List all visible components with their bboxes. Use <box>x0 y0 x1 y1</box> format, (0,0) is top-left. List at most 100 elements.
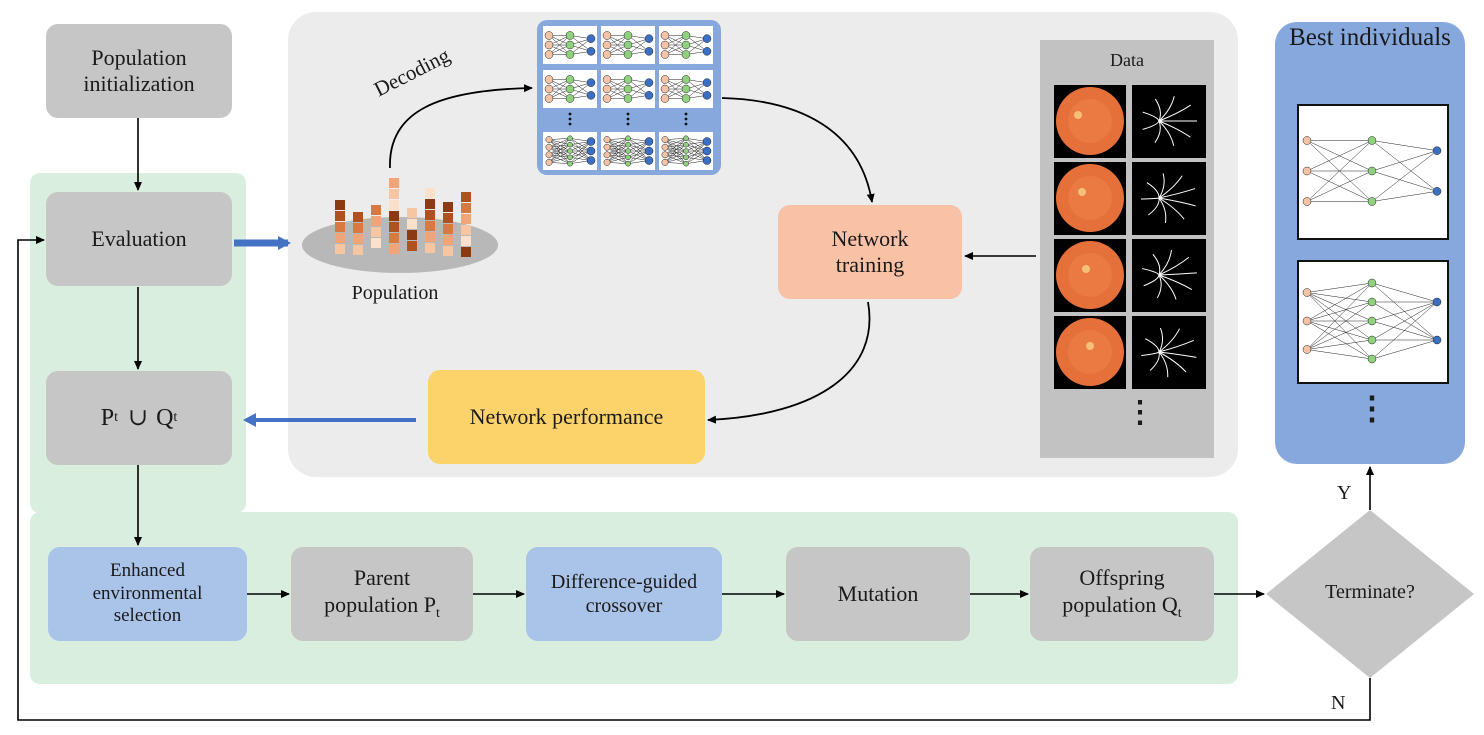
decoded-network <box>602 75 654 103</box>
yes-label: Y <box>1337 482 1352 504</box>
ellipsis-dot <box>684 122 688 126</box>
parent-population-sub: t <box>435 605 440 621</box>
vessel-mask <box>1132 239 1206 312</box>
parent-population-box: Parent population Pt <box>291 547 473 641</box>
ellipsis-dot <box>568 122 572 126</box>
arrow-networks-to-training <box>721 97 875 203</box>
population-gene-block <box>443 224 453 234</box>
terminate-diamond <box>1266 510 1474 678</box>
population-gene-block <box>425 232 435 242</box>
population-gene-block <box>461 192 471 202</box>
mutation-box: Mutation <box>786 547 970 641</box>
population-gene-block <box>443 213 453 223</box>
decoded-networks-panel <box>537 20 721 175</box>
evaluation-box: Evaluation <box>46 192 232 286</box>
population-gene-block <box>461 203 471 213</box>
ellipsis-dot <box>568 112 572 116</box>
population-gene-block <box>425 243 435 253</box>
population-gene-block <box>407 241 417 251</box>
decoded-network <box>544 31 596 59</box>
union-p-sub: t <box>114 409 118 425</box>
no-label: N <box>1331 692 1346 714</box>
population-gene-block <box>389 189 399 199</box>
population-gene-block <box>335 211 345 221</box>
best-individuals-panel <box>1275 22 1465 464</box>
vessel-mask <box>1132 316 1206 389</box>
population-illustration <box>302 178 498 273</box>
parent-population-label: Parent population P <box>324 565 436 617</box>
ellipsis-dot <box>626 122 630 126</box>
population-gene-block <box>407 208 417 218</box>
population-gene-block <box>407 230 417 240</box>
population-gene-block <box>353 223 363 233</box>
population-gene-block <box>371 227 381 237</box>
offspring-population-label: Offspring population Q <box>1062 565 1178 617</box>
population-gene-block <box>335 244 345 254</box>
population-bars <box>335 178 471 257</box>
population-gene-block <box>425 221 435 231</box>
ellipsis-dot <box>568 117 572 121</box>
network-performance-box: Network performance <box>428 370 705 464</box>
offspring-population-box: Offspring population Qt <box>1030 547 1214 641</box>
population-gene-block <box>335 233 345 243</box>
arrow-decoding <box>389 84 533 169</box>
population-gene-block <box>461 247 471 257</box>
population-gene-block <box>389 178 399 188</box>
crossover-box: Difference-guided crossover <box>526 547 722 641</box>
population-gene-block <box>353 245 363 255</box>
arrow-training-to-performance <box>707 301 871 424</box>
population-gene-block <box>389 244 399 254</box>
population-gene-block <box>353 212 363 222</box>
population-gene-block <box>425 199 435 209</box>
data-ellipsis: ⋮ <box>1125 396 1155 429</box>
population-initialization-box: Population initialization <box>46 24 232 118</box>
population-gene-block <box>461 225 471 235</box>
union-q: Q <box>156 404 174 431</box>
ellipsis-dot <box>626 117 630 121</box>
decoded-network <box>660 31 712 59</box>
decoded-network <box>602 31 654 59</box>
best-ellipsis: ⋮ <box>1356 390 1388 426</box>
best-network-1 <box>1297 104 1449 240</box>
population-gene-block <box>461 214 471 224</box>
ellipsis-dot <box>684 117 688 121</box>
arrow-no-loop <box>17 236 1371 721</box>
population-gene-block <box>389 211 399 221</box>
population-gene-block <box>335 200 345 210</box>
offspring-population-sub: t <box>1177 605 1182 621</box>
ellipsis-dot <box>684 112 688 116</box>
decoded-network <box>661 135 712 167</box>
population-gene-block <box>443 235 453 245</box>
decoded-network <box>545 135 596 167</box>
population-gene-block <box>389 222 399 232</box>
decoded-network <box>660 75 712 103</box>
population-gene-block <box>443 246 453 256</box>
population-gene-block <box>425 188 435 198</box>
population-gene-block <box>461 236 471 246</box>
population-gene-block <box>371 205 381 215</box>
best-network-2 <box>1297 260 1449 384</box>
terminate-label: Terminate? <box>1325 581 1415 603</box>
retina-image-grid <box>1054 85 1206 389</box>
ellipsis-dot <box>626 112 630 116</box>
best-individuals-title: Best individuals <box>1289 24 1451 51</box>
network-training-box: Network training <box>778 205 962 299</box>
population-gene-block <box>425 210 435 220</box>
population-gene-block <box>389 200 399 210</box>
population-label: Population <box>351 282 439 304</box>
decoded-network <box>544 75 596 103</box>
population-gene-block <box>353 234 363 244</box>
population-gene-block <box>335 222 345 232</box>
population-gene-block <box>443 202 453 212</box>
union-q-sub: t <box>173 409 178 425</box>
enhanced-selection-box: Enhanced environmental selection <box>48 547 247 641</box>
union-p: P <box>100 404 115 431</box>
population-gene-block <box>407 219 417 229</box>
decoded-network <box>603 135 654 167</box>
population-gene-block <box>371 216 381 226</box>
data-label: Data <box>1110 50 1144 70</box>
decoded-network-grid <box>543 26 713 170</box>
population-gene-block <box>371 238 381 248</box>
